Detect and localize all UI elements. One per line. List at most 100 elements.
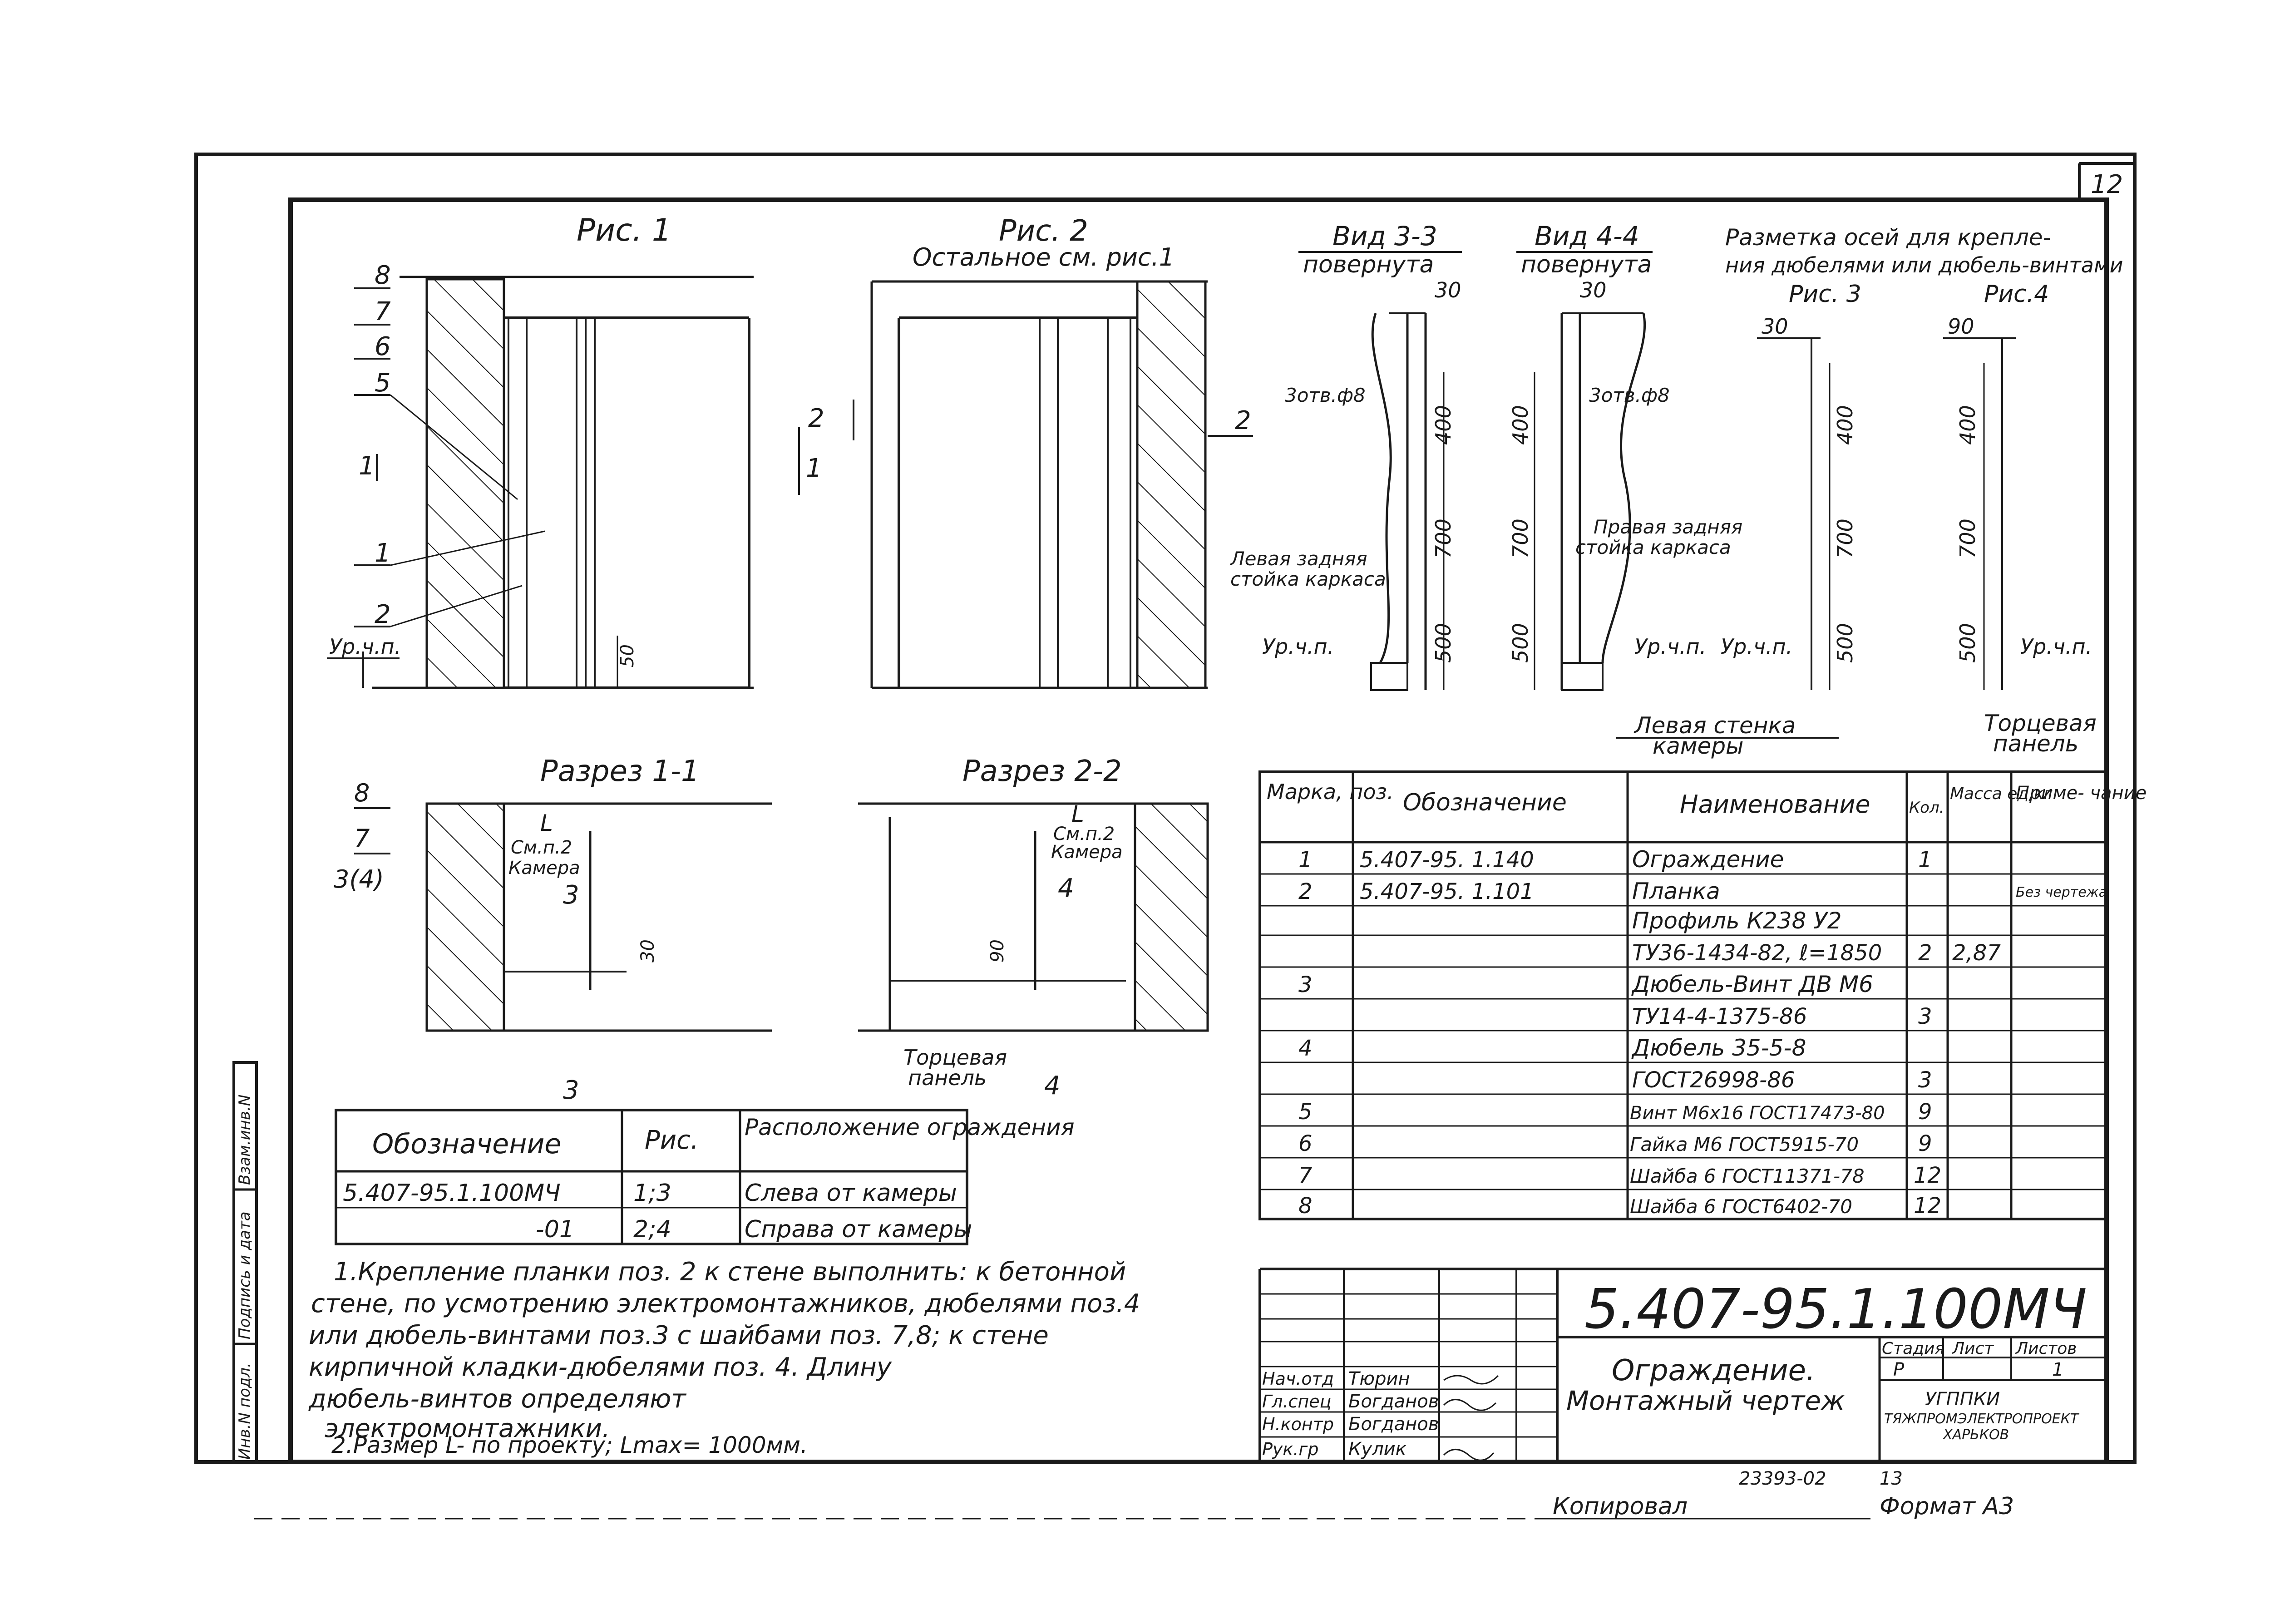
view-3-3: Вид 3-3 повернута 30 400 700 500 3отв.ф8… <box>1229 221 1462 691</box>
tb-stage: Р <box>1893 1359 1905 1380</box>
sec22-title: Разрез 2-2 <box>962 755 1122 788</box>
side-stamp: Взам.инв.N Подпись и дата Инв.N подл. <box>232 1061 258 1463</box>
cell: 6 <box>1298 1131 1313 1156</box>
role: Нач.отд <box>1262 1369 1334 1389</box>
tb-org-1: УГППКИ <box>1925 1389 2000 1410</box>
title-block: 5.407-95.1.100МЧ Ограждение. Монтажный ч… <box>1258 1268 2107 1462</box>
section-2-2: Разрез 2-2 L См.п.2 Камера 4 4 90 Торцев… <box>858 755 1209 1101</box>
view44-dim-30: 30 <box>1580 278 1607 302</box>
role-row: Н.контр Богданов <box>1262 1414 1439 1435</box>
fig4-dim-400: 400 <box>1955 405 1980 445</box>
cell: 3 <box>1298 972 1313 997</box>
cell: Ограждение <box>1632 846 1784 873</box>
fig1-dim-50: 50 <box>617 644 638 667</box>
variant-row: 5.407-95.1.100МЧ 1;3 Слева от камеры <box>343 1180 957 1207</box>
stamp-inv-orig: Инв.N подл. <box>236 1362 254 1460</box>
cell: 9 <box>1918 1131 1932 1156</box>
fig3-floor-level: Ур.ч.п. <box>1721 634 1792 659</box>
cell: Планка <box>1632 878 1720 904</box>
role-row: Нач.отд Тюрин <box>1262 1368 1410 1389</box>
sec22-dim-90: 90 <box>987 939 1008 963</box>
sheet-number: 12 <box>2091 170 2123 199</box>
view33-floor-level: Ур.ч.п. <box>1262 634 1334 659</box>
cell: 2 <box>1918 940 1932 966</box>
spec-row: ТУ36-1434-82, ℓ=1850 2 2,87 <box>1632 940 2001 966</box>
tb-org-3: ХАРЬКОВ <box>1942 1427 2009 1443</box>
note-line: электромонтажники. <box>325 1414 610 1443</box>
notes: 1.Крепление планки поз. 2 к стене выполн… <box>308 1257 1140 1458</box>
cell: 5.407-95. 1.101 <box>1360 879 1534 904</box>
person: Кулик <box>1348 1439 1406 1460</box>
sec22-cut-4b: 4 <box>1044 1071 1061 1101</box>
cell: Шайба 6 ГОСТ6402-70 <box>1630 1195 1852 1218</box>
role-row: Гл.спец Богданов <box>1262 1391 1439 1412</box>
fig2-title: Рис. 2 <box>999 214 1088 248</box>
fig3-dim-30: 30 <box>1762 314 1788 339</box>
fig1-pos-1: 1 <box>375 538 391 568</box>
cell: 3 <box>1918 1067 1932 1093</box>
cell: 7 <box>1298 1163 1313 1188</box>
cell: Без чертежа <box>2016 884 2107 900</box>
cell: 5 <box>1298 1099 1313 1125</box>
role: Н.контр <box>1262 1414 1334 1434</box>
cell: 5.407-95. 1.140 <box>1360 847 1534 873</box>
tb-sheet-h: Лист <box>1951 1339 1994 1358</box>
spec-row: ГОСТ26998-86 3 <box>1632 1067 1932 1093</box>
fig3-dim-700: 700 <box>1833 518 1857 558</box>
fig1-pos-5: 5 <box>375 368 391 398</box>
left-wall-2: камеры <box>1653 733 1744 759</box>
sec11-pos-3-4: 3(4) <box>334 865 384 893</box>
fig4-floor-level: Ур.ч.п. <box>2020 634 2092 659</box>
spec-h-code: Обозначение <box>1403 789 1567 816</box>
sec11-L: L <box>540 810 553 836</box>
cell: 2,87 <box>1952 940 2001 966</box>
sec22-note-1: См.п.2 <box>1053 824 1115 844</box>
spec-row: 5 Винт М6х16 ГОСТ17473-80 9 <box>1298 1099 1932 1125</box>
spec-row: 6 Гайка М6 ГОСТ5915-70 9 <box>1298 1131 1932 1156</box>
fig1-pos-8: 8 <box>375 261 391 290</box>
role: Гл.спец <box>1262 1392 1332 1412</box>
view33-left-post-1: Левая задняя <box>1229 548 1367 570</box>
view44-dim-400: 400 <box>1508 405 1533 445</box>
fig1-floor-level: Ур.ч.п. <box>329 634 401 659</box>
cell: Справа от камеры <box>745 1216 972 1243</box>
spec-row: 2 5.407-95. 1.101 Планка Без чертежа <box>1298 878 2107 904</box>
cell: Слева от камеры <box>745 1180 957 1207</box>
view44-dim-700: 700 <box>1508 518 1533 558</box>
figure-1: Рис. 1 50 8 7 6 5 1 2 Ур.ч.п. 1 1 <box>327 212 822 689</box>
view44-floor-level: Ур.ч.п. <box>1634 634 1706 659</box>
doc-name-1: Ограждение. <box>1612 1354 1815 1387</box>
signature <box>1443 1399 1497 1411</box>
end-panel-fig4-2: панель <box>1993 731 2078 757</box>
spec-h-name: Наименование <box>1680 790 1870 819</box>
markup-title-1: Разметка осей для крепле- <box>1725 224 2051 251</box>
sec11-dim-30: 30 <box>637 939 658 963</box>
cell: Гайка М6 ГОСТ5915-70 <box>1630 1133 1859 1155</box>
cell: 3 <box>1918 1004 1932 1029</box>
section-1-1: Разрез 1-1 L См.п.2 Камера 3 3 30 8 7 3(… <box>334 755 772 1105</box>
spec-row: 8 Шайба 6 ГОСТ6402-70 12 <box>1298 1193 1941 1219</box>
footer: 23393-02 13 Копировал Формат А3 <box>254 1468 2014 1520</box>
tb-sheets-h: Листов <box>2015 1339 2077 1358</box>
person: Богданов <box>1348 1414 1439 1435</box>
cell: 12 <box>1914 1193 1941 1219</box>
view44-holes: 3отв.ф8 <box>1589 384 1670 406</box>
sec11-pos-7: 7 <box>354 824 370 853</box>
view33-subtitle: повернута <box>1303 251 1434 278</box>
figure-2: Рис. 2 Остальное см. рис.1 2 2 <box>808 214 1253 689</box>
note-line: или дюбель-винтами поз.3 с шайбами поз. … <box>309 1321 1049 1350</box>
doc-name-2: Монтажный чертеж <box>1566 1385 1845 1416</box>
sec11-note-1: См.п.2 <box>511 837 572 858</box>
signature <box>1443 1449 1495 1461</box>
cell: 1 <box>1918 847 1932 873</box>
cell: 9 <box>1918 1099 1932 1125</box>
cell: Дюбель-Винт ДВ М6 <box>1631 971 1873 997</box>
cell: 5.407-95.1.100МЧ <box>343 1180 561 1207</box>
view44-dim-500: 500 <box>1508 623 1533 663</box>
sheet-format: Формат А3 <box>1880 1493 2014 1520</box>
archive-page: 13 <box>1880 1468 1903 1489</box>
cell: ТУ36-1434-82, ℓ=1850 <box>1632 940 1882 966</box>
tb-sheets: 1 <box>2052 1359 2063 1380</box>
markup-figures: Разметка осей для крепле- ния дюбелями и… <box>1616 224 2123 759</box>
doc-code: 5.407-95.1.100МЧ <box>1584 1278 2087 1341</box>
